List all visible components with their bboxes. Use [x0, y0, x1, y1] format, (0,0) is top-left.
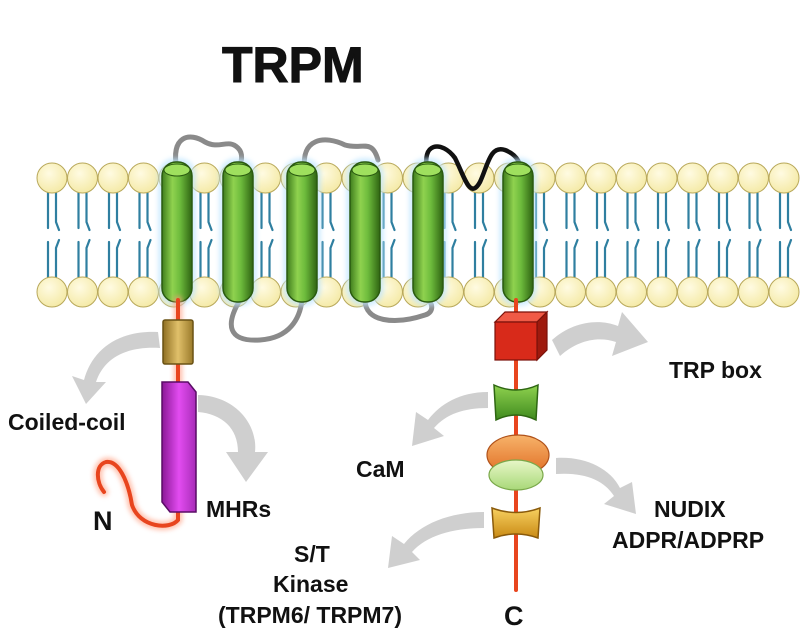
lipid-head [707, 162, 739, 194]
cam-domain [493, 383, 539, 422]
diagram-title: TRPM [222, 37, 364, 93]
kinase-domain [491, 506, 541, 540]
lipid-head [616, 162, 647, 194]
lipid-tail [626, 191, 640, 279]
nudix-domain [486, 434, 550, 491]
lipid-tail [138, 191, 152, 279]
lipid-head [646, 162, 678, 194]
lipid-head [585, 276, 617, 308]
lipid-tail [260, 191, 274, 279]
coiled-coil-domain [162, 319, 194, 365]
label-kinase-line1: S/T [294, 541, 330, 567]
transmembrane-helix [499, 158, 537, 306]
transmembrane-helix [409, 158, 447, 306]
lipid-head [646, 276, 678, 308]
label-nudix: NUDIX [654, 496, 726, 522]
transmembrane-helix [346, 158, 384, 306]
lipid-head [768, 162, 800, 194]
label-cam: CaM [356, 456, 405, 482]
lipid-tail [778, 191, 793, 279]
label-mhrs: MHRs [206, 496, 271, 522]
lipid-head [677, 162, 708, 194]
lipid-head [97, 162, 129, 194]
lipid-tail [382, 191, 396, 279]
mhr-domain [161, 381, 197, 513]
arrow-mhrs [198, 395, 268, 482]
label-kinase-line3: (TRPM6/ TRPM7) [218, 602, 402, 628]
lipid-tail [107, 191, 122, 279]
lipid-head [585, 162, 617, 194]
lipid-head [768, 276, 800, 308]
arrow-nudix [556, 457, 636, 514]
lipid-tail [748, 191, 762, 279]
lipid-tail [321, 191, 335, 279]
lipid-head [555, 276, 586, 308]
transmembrane-helices [158, 158, 537, 306]
transmembrane-helix [158, 158, 196, 306]
arrow-cam [412, 392, 488, 446]
lipid-head [616, 276, 647, 308]
label-kinase-line2: Kinase [273, 571, 348, 597]
lipid-tail [199, 191, 213, 279]
lipid-head [463, 276, 495, 308]
lipid-head [97, 276, 129, 308]
transmembrane-helix [219, 158, 257, 306]
label-trp-box: TRP box [669, 357, 762, 383]
lipid-head [738, 162, 769, 194]
lipid-tail [717, 191, 732, 279]
trp-box-domain [493, 310, 549, 362]
lipid-head [36, 162, 68, 194]
lipid-head [67, 276, 98, 308]
label-n-terminus: N [93, 506, 113, 536]
label-c-terminus: C [504, 601, 524, 631]
pore-loop [424, 144, 523, 191]
lipid-head [67, 162, 98, 194]
lipid-tail [473, 191, 488, 279]
lipid-tail [77, 191, 91, 279]
n-terminal-tail [93, 295, 183, 531]
arrow-trp-box [552, 312, 648, 356]
lipid-tail [534, 191, 549, 279]
lipid-tail [46, 191, 61, 279]
lipid-tail [656, 191, 671, 279]
arrow-coiled-coil [72, 331, 160, 404]
label-coiled-coil: Coiled-coil [8, 409, 126, 435]
lipid-head [128, 276, 159, 308]
lipid-head [707, 276, 739, 308]
lipid-tail [565, 191, 579, 279]
label-adpr: ADPR/ADPRP [612, 527, 764, 553]
callout-arrows [72, 312, 648, 568]
transmembrane-helix [283, 158, 321, 306]
lipid-head [738, 276, 769, 308]
lipid-head [677, 276, 708, 308]
lipid-tail [687, 191, 701, 279]
lipid-head [36, 276, 68, 308]
lipid-tail [595, 191, 610, 279]
arrow-kinase [388, 512, 484, 568]
lipid-head [128, 162, 159, 194]
lipid-head [555, 162, 586, 194]
